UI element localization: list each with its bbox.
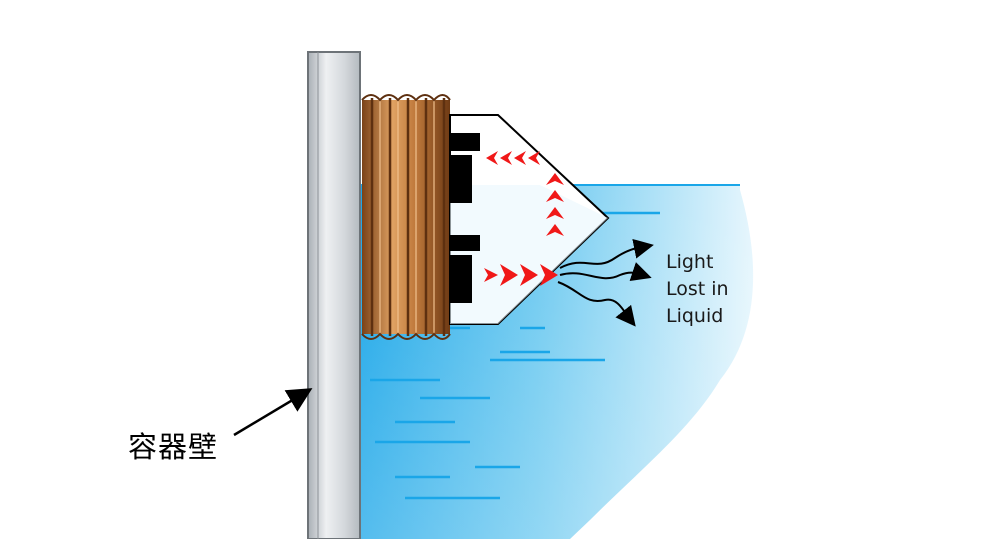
wall-leader-arrow bbox=[233, 388, 313, 437]
caption-line-light: Light bbox=[666, 251, 713, 273]
sensor-thread-body bbox=[361, 94, 451, 340]
emitter-receiver-blocks bbox=[450, 133, 480, 303]
liquid-ripples bbox=[370, 211, 660, 500]
container-wall bbox=[307, 51, 361, 539]
scattered-light-arrows bbox=[557, 238, 654, 327]
caption-line-liquid: Liquid bbox=[666, 305, 723, 327]
caption-line-lost-in: Lost in bbox=[666, 278, 729, 300]
light-lost-caption: Light Lost in Liquid bbox=[666, 251, 729, 327]
light-path-arrows bbox=[484, 151, 564, 286]
container-wall-label: 容器壁 bbox=[128, 430, 219, 464]
